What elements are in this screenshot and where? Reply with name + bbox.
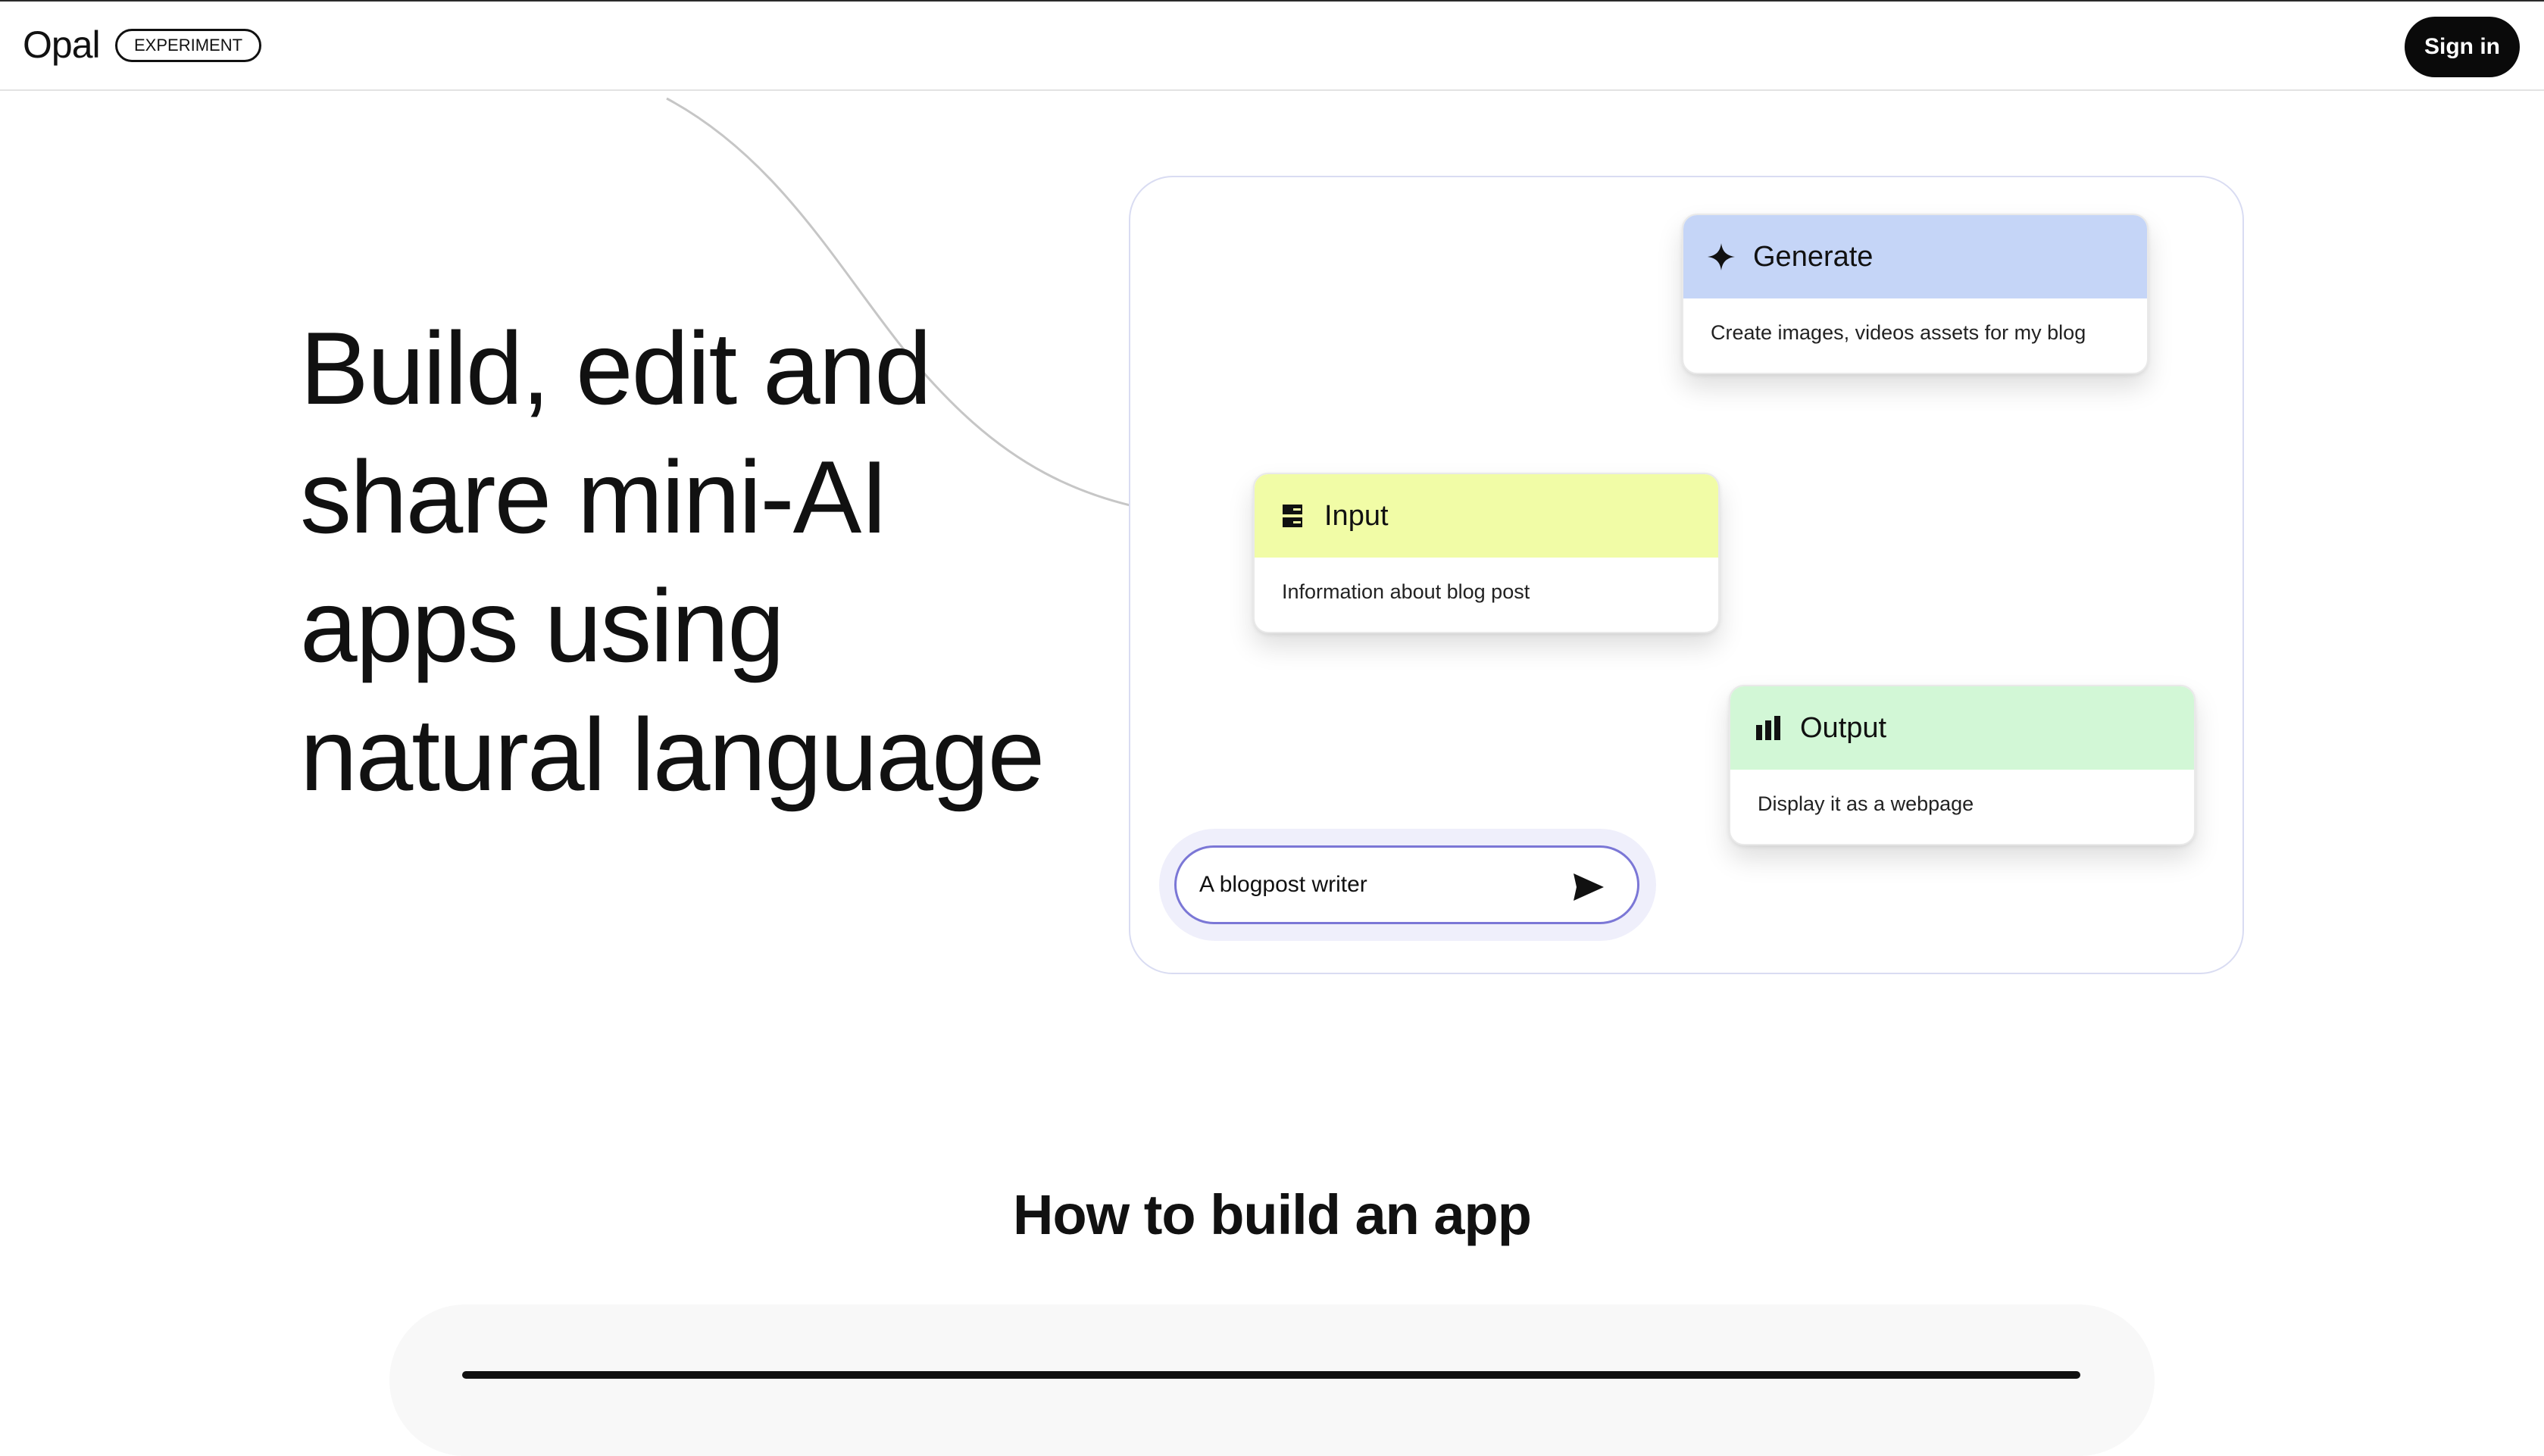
input-node-header: Input (1255, 474, 1718, 558)
generate-node-description: Create images, videos assets for my blog (1711, 321, 2086, 344)
input-node-title: Input (1324, 499, 1389, 532)
output-node-header: Output (1730, 686, 2194, 770)
top-border (0, 0, 2544, 2)
input-icon (1277, 501, 1308, 531)
hero-line-1: Build, edit and (300, 311, 932, 426)
generate-node[interactable]: Generate Create images, videos assets fo… (1682, 214, 2149, 374)
sparkle-icon (1706, 242, 1736, 272)
tutorial-card (389, 1304, 2155, 1456)
input-node[interactable]: Input Information about blog post (1253, 473, 1720, 633)
output-node[interactable]: Output Display it as a webpage (1729, 685, 2196, 845)
bar-chart-icon (1753, 713, 1783, 743)
hero-line-2: share mini-AI (300, 439, 889, 555)
hero-line-3: apps using (300, 568, 785, 684)
prompt-input[interactable]: A blogpost writer (1174, 845, 1639, 924)
input-node-description: Information about blog post (1282, 580, 1530, 603)
prompt-input-value: A blogpost writer (1199, 872, 1367, 897)
output-node-title: Output (1800, 711, 1887, 744)
sign-in-button[interactable]: Sign in (2405, 17, 2520, 77)
tutorial-card-frame (462, 1371, 2080, 1379)
hero-heading: Build, edit and share mini-AI apps using… (300, 304, 1133, 819)
prompt-container: A blogpost writer (1159, 829, 1656, 941)
send-icon[interactable] (1572, 872, 1605, 902)
opal-logo[interactable]: Opal (23, 23, 101, 66)
generate-node-title: Generate (1753, 240, 1874, 273)
site-header: Opal EXPERIMENT Sign in (0, 2, 2544, 91)
hero-line-4: natural language (300, 697, 1045, 813)
experiment-badge: EXPERIMENT (115, 29, 262, 62)
generate-node-header: Generate (1683, 215, 2147, 298)
how-to-build-heading: How to build an app (1013, 1183, 1532, 1247)
output-node-description: Display it as a webpage (1758, 792, 1974, 815)
